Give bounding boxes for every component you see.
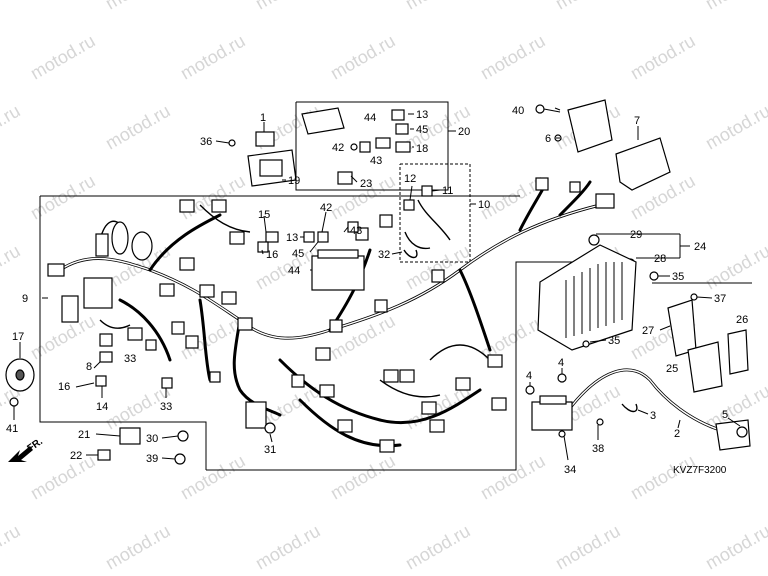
- watermark-text: motod.ru: [627, 31, 699, 84]
- callout-43a: 43: [370, 155, 382, 167]
- callout-38: 38: [592, 443, 604, 455]
- callout-24: 24: [694, 241, 706, 253]
- callout-36: 36: [200, 136, 212, 148]
- watermark-text: motod.ru: [177, 451, 249, 504]
- callout-33a: 33: [124, 353, 136, 365]
- watermark-text: motod.ru: [402, 0, 474, 13]
- callout-30: 30: [146, 433, 158, 445]
- callout-8: 8: [86, 361, 92, 373]
- callout-22: 22: [70, 450, 82, 462]
- watermark-text: motod.ru: [252, 521, 324, 574]
- callout-41: 41: [6, 423, 18, 435]
- callout-34: 34: [564, 464, 576, 476]
- watermark-text: motod.ru: [552, 521, 624, 574]
- callout-43b: 43: [350, 225, 362, 237]
- front-arrow-icon: [8, 446, 33, 462]
- callout-21: 21: [78, 429, 90, 441]
- callout-9: 9: [22, 293, 28, 305]
- callout-13a: 13: [416, 109, 428, 121]
- callout-12: 12: [404, 173, 416, 185]
- watermark-text: motod.ru: [702, 0, 768, 13]
- watermark-text: motod.ru: [477, 31, 549, 84]
- watermark-text: motod.ru: [27, 171, 99, 224]
- leader-lines: [13, 107, 741, 461]
- callout-35b: 35: [608, 335, 620, 347]
- watermark-text: motod.ru: [0, 101, 24, 154]
- callout-35a: 35: [672, 271, 684, 283]
- watermark-text: motod.ru: [402, 521, 474, 574]
- callout-16a: 16: [266, 249, 278, 261]
- watermark-text: motod.ru: [0, 521, 24, 574]
- watermark-text: motod.ru: [102, 521, 174, 574]
- callout-45b: 45: [292, 248, 304, 260]
- watermark-text: motod.ru: [702, 521, 768, 574]
- callout-44b: 44: [288, 265, 300, 277]
- watermark-text: motod.ru: [102, 101, 174, 154]
- callout-3: 3: [650, 410, 656, 422]
- harness-connectors: [47, 177, 615, 453]
- watermark-text: motod.ru: [477, 451, 549, 504]
- callout-39: 39: [146, 453, 158, 465]
- callout-45a: 45: [416, 124, 428, 136]
- callout-44a: 44: [364, 112, 376, 124]
- callout-17: 17: [12, 331, 24, 343]
- callout-19: 19: [288, 175, 300, 187]
- watermark-text: motod.ru: [327, 451, 399, 504]
- diagram-code: KVZ7F3200: [673, 465, 727, 476]
- watermark-text: motod.ru: [0, 0, 24, 13]
- callout-27: 27: [642, 325, 654, 337]
- callout-42b: 42: [320, 202, 332, 214]
- watermark-text: motod.ru: [27, 31, 99, 84]
- watermark-text: motod.ru: [552, 0, 624, 13]
- callout-42a: 42: [332, 142, 344, 154]
- watermark-text: motod.ru: [177, 31, 249, 84]
- callout-25: 25: [666, 363, 678, 375]
- callout-4b: 4: [558, 357, 564, 369]
- watermark-text: motod.ru: [702, 101, 768, 154]
- regulator-fins: [565, 262, 623, 338]
- callout-40: 40: [512, 105, 524, 117]
- callout-37: 37: [714, 293, 726, 305]
- front-direction-indicator: FR.: [8, 436, 45, 462]
- callout-33b: 33: [160, 401, 172, 413]
- callout-16b: 16: [58, 381, 70, 393]
- callout-23: 23: [360, 178, 372, 190]
- callout-32: 32: [378, 249, 390, 261]
- callout-2: 2: [674, 428, 680, 440]
- callout-1: 1: [260, 112, 266, 124]
- callout-28: 28: [654, 253, 666, 265]
- callout-6: 6: [545, 133, 551, 145]
- callout-15: 15: [258, 209, 270, 221]
- watermark-text: motod.ru: [102, 0, 174, 13]
- callout-7: 7: [634, 115, 640, 127]
- callout-14: 14: [96, 401, 108, 413]
- part-number-labels: 1 2 3 4 4 5 6 7 8 9 10 11 12 13 13 14 15…: [6, 105, 748, 476]
- callout-5: 5: [722, 409, 728, 421]
- callout-18: 18: [416, 143, 428, 155]
- separate-parts: [5, 99, 751, 465]
- callout-4a: 4: [526, 370, 532, 382]
- watermark-text: motod.ru: [702, 241, 768, 294]
- callout-29: 29: [630, 229, 642, 241]
- callout-10: 10: [478, 199, 490, 211]
- callout-13b: 13: [286, 232, 298, 244]
- watermark-text: motod.ru: [0, 241, 24, 294]
- watermark-text: motod.ru: [27, 451, 99, 504]
- watermark-text: motod.ru: [252, 0, 324, 13]
- group-frames: [39, 101, 752, 471]
- callout-31: 31: [264, 444, 276, 456]
- watermark-text: motod.ru: [327, 31, 399, 84]
- callout-20: 20: [458, 126, 470, 138]
- callout-11: 11: [442, 185, 453, 197]
- watermark-text: motod.ru: [627, 451, 699, 504]
- callout-26: 26: [736, 314, 748, 326]
